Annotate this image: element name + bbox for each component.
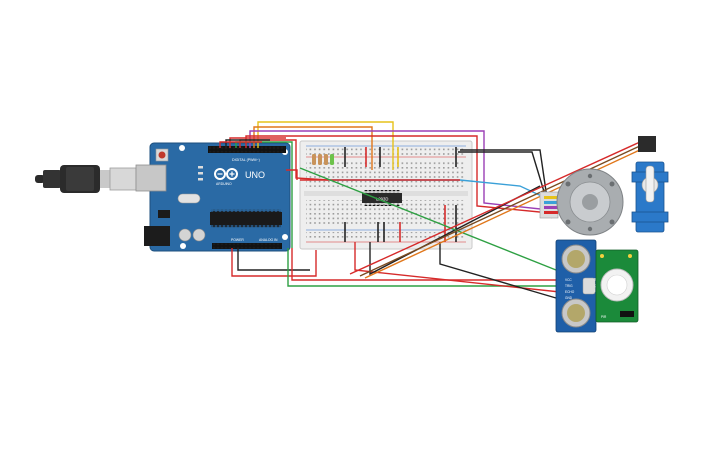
board-brand: ARDUINO [216, 182, 232, 186]
pir-pins [620, 311, 634, 317]
usb-cable[interactable] [35, 165, 137, 193]
servo-connector [638, 136, 656, 152]
arduino-uno-board[interactable]: DIGITAL (PWM~) UNO ARDUINO POWER ANALOG … [135, 142, 291, 252]
capacitor [192, 228, 206, 242]
usb-port [135, 164, 167, 192]
sensor-model: HC-SR04 [593, 278, 597, 292]
status-led [198, 178, 203, 181]
ultrasonic-sensor[interactable]: VCC TRIG ECHO GND HC-SR04 [555, 239, 597, 333]
power-jack [144, 226, 170, 246]
pir-sensor[interactable]: PIR [595, 249, 639, 323]
status-led [198, 166, 203, 169]
capacitor [178, 228, 192, 242]
ic-label: L293D [376, 197, 388, 202]
atmega-chip [210, 212, 282, 225]
crystal [177, 193, 201, 204]
pir-label: PIR [601, 315, 607, 319]
pin-label: TRIG [565, 284, 573, 288]
motor-connector [539, 191, 559, 219]
power-header-label: POWER [231, 238, 244, 242]
pin-label: ECHO [565, 290, 575, 294]
digital-header-label: DIGITAL (PWM~) [232, 158, 260, 162]
pin-label: GND [565, 296, 573, 300]
motor-driver-ic[interactable]: L293D [362, 190, 402, 206]
breadboard-jumpers[interactable] [344, 147, 457, 242]
pin-label: VCC [565, 278, 572, 282]
usb-chip [158, 210, 170, 218]
status-led [198, 172, 203, 175]
resistor[interactable] [312, 154, 334, 165]
arduino-logo [214, 168, 238, 180]
board-model: UNO [245, 170, 265, 180]
dc-motor[interactable] [539, 168, 624, 236]
analog-header-label: ANALOG IN [259, 238, 278, 242]
sensor-crystal [582, 277, 596, 295]
servo-motor[interactable] [631, 136, 669, 233]
